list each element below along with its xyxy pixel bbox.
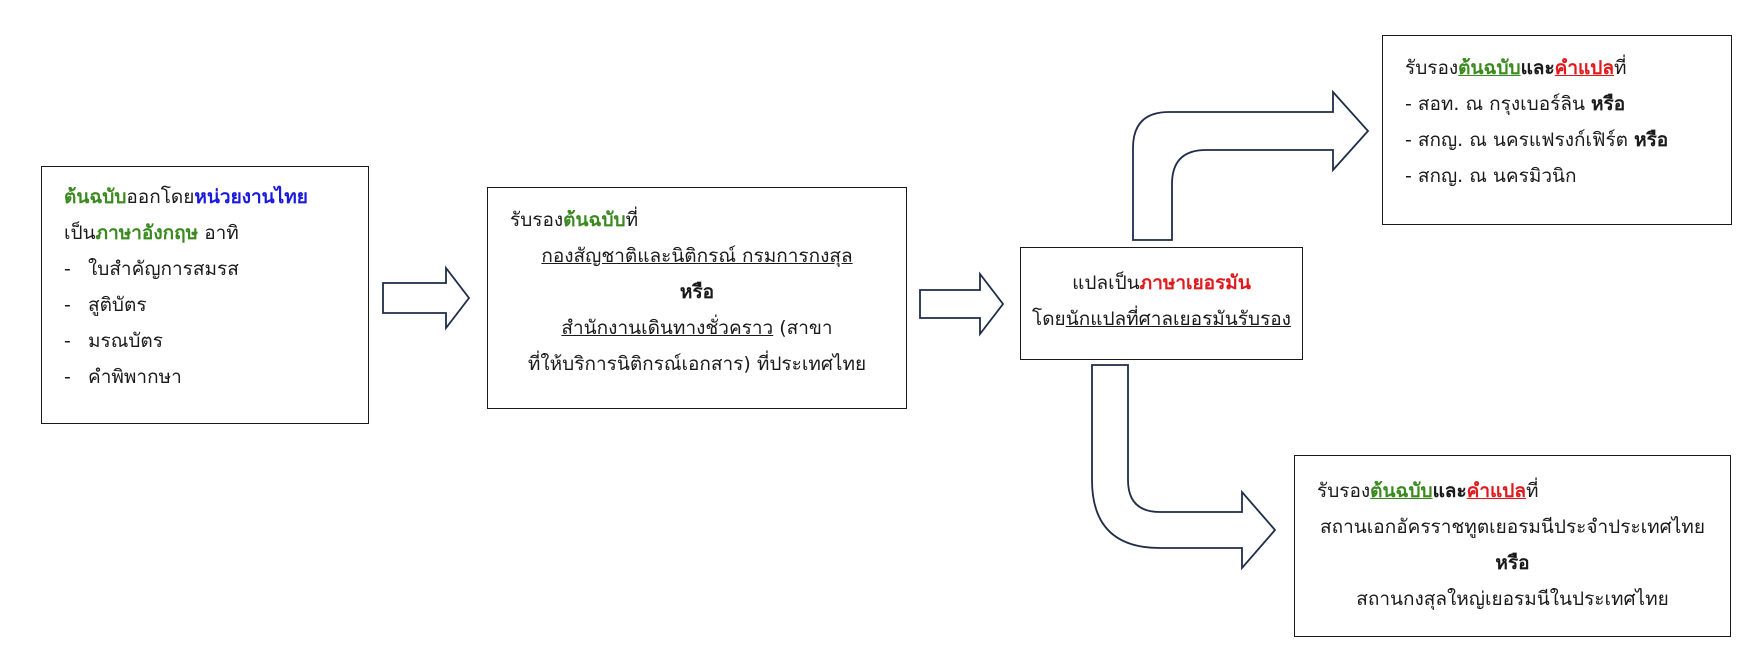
list-item: - สกญ. ณ นครมิวนิก (1405, 158, 1731, 194)
certify-label: รับรอง (510, 209, 564, 231)
such-as-label: อาทิ (198, 222, 239, 244)
list-item-text: ใบสำคัญการสมรส (88, 258, 239, 280)
list-item: - สอท. ณ กรุงเบอร์ลิน หรือ (1405, 86, 1731, 122)
box3-line1: แปลเป็นภาษาเยอรมัน (1021, 265, 1302, 301)
embassy-berlin-label: - สอท. ณ กรุงเบอร์ลิน (1405, 93, 1592, 115)
or-label: หรือ (1634, 129, 1669, 151)
box-translation: แปลเป็นภาษาเยอรมัน โดยนักแปลที่ศาลเยอรมั… (1020, 247, 1303, 360)
and-label: และ (1520, 57, 1555, 79)
or-label: หรือ (679, 281, 715, 303)
box3-line2: โดยนักแปลที่ศาลเยอรมันรับรอง (1021, 301, 1302, 337)
by-label: โดย (1032, 308, 1066, 330)
list-item: - สกญ. ณ นครแฟรงก์เฟิร์ต หรือ (1405, 122, 1731, 158)
box2-line4: สำนักงานเดินทางชั่วคราว (สาขา (488, 310, 906, 346)
box-source-document: ต้นฉบับออกโดยหน่วยงานไทย เป็นภาษาอังกฤษ … (41, 166, 369, 424)
arrow-box1-to-box2 (382, 265, 471, 331)
original-label: ต้นฉบับ (1458, 57, 1521, 79)
list-item: -สูติบัตร (64, 287, 368, 323)
and-label: และ (1432, 480, 1467, 502)
german-consulate-label: สถานกงสุลใหญ่เยอรมนีในประเทศไทย (1356, 588, 1669, 610)
certify-label: รับรอง (1317, 480, 1371, 502)
at-label: ที่ (1614, 57, 1627, 79)
consulate-frankfurt-label: - สกญ. ณ นครแฟรงก์เฟิร์ต (1405, 129, 1635, 151)
box5-line2: สถานเอกอัครราชทูตเยอรมนีประจำประเทศไทย (1295, 509, 1730, 545)
original-label: ต้นฉบับ (563, 209, 626, 231)
english-language-label: ภาษาอังกฤษ (95, 222, 199, 244)
dash: - (64, 366, 71, 388)
list-item: -มรณบัตร (64, 323, 368, 359)
german-language-label: ภาษาเยอรมัน (1139, 272, 1251, 294)
box2-line1: รับรองต้นฉบับที่ (488, 202, 906, 238)
list-item-text: คำพิพากษา (88, 366, 182, 388)
original-label: ต้นฉบับ (1370, 480, 1433, 502)
translation-label: คำแปล (1466, 480, 1527, 502)
original-label: ต้นฉบับ (64, 186, 127, 208)
dash: - (64, 330, 71, 352)
box1-line2: เป็นภาษาอังกฤษ อาทิ (64, 215, 368, 251)
box-germany-certification: รับรองต้นฉบับและคำแปลที่ - สอท. ณ กรุงเบ… (1382, 35, 1732, 225)
at-label: ที่ (625, 209, 639, 231)
box1-line1: ต้นฉบับออกโดยหน่วยงานไทย (64, 179, 368, 215)
translate-into-label: แปลเป็น (1072, 272, 1140, 294)
legalization-service-label: ที่ให้บริการนิติกรณ์เอกสาร) ที่ประเทศไทย (527, 353, 867, 375)
certify-label: รับรอง (1405, 57, 1459, 79)
temporary-passport-office-label: สำนักงานเดินทางชั่วคราว (561, 317, 774, 339)
consular-department-label: กองสัญชาติและนิติกรณ์ กรมการกงสุล (541, 245, 853, 267)
consulate-munich-label: - สกญ. ณ นครมิวนิก (1405, 165, 1577, 187)
sworn-translator-label: นักแปลที่ศาลเยอรมันรับรอง (1065, 308, 1291, 330)
box-thai-certification: รับรองต้นฉบับที่ กองสัญชาติและนิติกรณ์ ก… (487, 187, 907, 409)
arrow-box3-to-box5 (1091, 364, 1277, 571)
box4-line1: รับรองต้นฉบับและคำแปลที่ (1405, 50, 1731, 86)
german-embassy-label: สถานเอกอัครราชทูตเยอรมนีประจำประเทศไทย (1320, 516, 1705, 538)
list-item-text: สูติบัตร (88, 294, 147, 316)
arrow-box3-to-box4 (1132, 89, 1370, 241)
box5-line3: หรือ (1295, 545, 1730, 581)
dash: - (64, 294, 71, 316)
box5-line1: รับรองต้นฉบับและคำแปลที่ (1295, 473, 1730, 509)
box2-line2: กองสัญชาติและนิติกรณ์ กรมการกงสุล (488, 238, 906, 274)
dash: - (64, 258, 71, 280)
translation-label: คำแปล (1554, 57, 1615, 79)
box-german-mission-thailand: รับรองต้นฉบับและคำแปลที่ สถานเอกอัครราชท… (1294, 455, 1731, 637)
list-item-text: มรณบัตร (88, 330, 163, 352)
or-label: หรือ (1495, 552, 1530, 574)
box2-line5: ที่ให้บริการนิติกรณ์เอกสาร) ที่ประเทศไทย (488, 346, 906, 382)
thai-agency-label: หน่วยงานไทย (194, 186, 308, 208)
arrow-box2-to-box3 (919, 271, 1005, 337)
box2-line3: หรือ (488, 274, 906, 310)
issued-by-label: ออกโดย (126, 186, 195, 208)
list-item: -คำพิพากษา (64, 359, 368, 395)
or-label: หรือ (1591, 93, 1626, 115)
branch-label: (สาขา (773, 317, 833, 339)
box5-line4: สถานกงสุลใหญ่เยอรมนีในประเทศไทย (1295, 581, 1730, 617)
is-label: เป็น (64, 222, 96, 244)
list-item: -ใบสำคัญการสมรส (64, 251, 368, 287)
at-label: ที่ (1526, 480, 1539, 502)
